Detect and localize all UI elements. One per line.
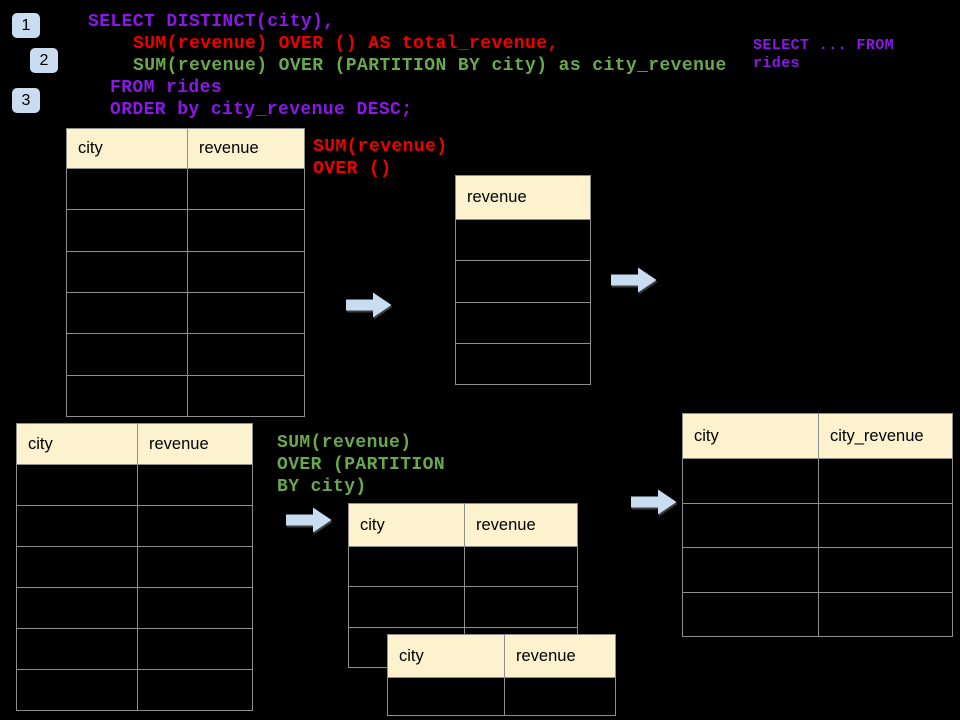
annotation-partition-line-2: OVER (PARTITION [277,455,446,475]
table-row [67,209,304,251]
header-cell-revenue: revenue [464,504,577,546]
step-badge-2: 2 [30,48,58,73]
flow-arrow-right-icon [631,489,677,515]
table-result: city city_revenue [682,413,953,637]
header-cell-city: city [78,139,103,157]
table-row [456,219,590,261]
table-row [456,260,590,302]
table-row [67,333,304,375]
header-cell-city: city [694,426,719,445]
table-row [456,342,590,384]
flow-arrow-right-icon [286,507,332,533]
table-row [17,587,252,628]
table-row [17,669,252,710]
table-source-top: city revenue [66,128,305,417]
table-total-revenue: revenue [455,175,591,385]
table-row [17,464,252,505]
table-row [17,546,252,587]
table-row [67,250,304,292]
table-row [349,546,577,587]
table-row [683,591,952,636]
header-cell-revenue: revenue [187,129,304,168]
table-row [67,374,304,416]
table-row [683,547,952,592]
annotation-partition-line-3: BY city) [277,477,367,497]
sql-line-from: FROM rides [110,78,223,98]
header-cell-city: city [360,515,385,534]
flow-arrow-right-icon [611,267,657,293]
sql-line-order: ORDER by city_revenue DESC; [110,100,413,120]
corner-code-line-1: SELECT ... FROM [753,37,895,54]
header-cell-city: city [399,646,424,665]
table-row [67,291,304,334]
table-source-bottom: city revenue [16,423,253,711]
header-cell-city: city [28,434,53,453]
table-row [17,628,252,669]
table-row [349,586,577,627]
flow-arrow-right-icon [346,292,392,318]
header-cell-city-revenue: city_revenue [818,414,952,458]
header-cell-revenue: revenue [467,188,527,206]
corner-code-line-2: rides [753,55,801,72]
table-row [17,505,252,546]
step-badge-1: 1 [12,13,40,38]
sql-line-total: SUM(revenue) OVER () AS total_revenue, [133,34,559,54]
annotation-total-line-1: SUM(revenue) [313,137,448,157]
table-partition-front: city revenue [387,634,616,716]
sql-line-select: SELECT DISTINCT(city), [88,12,335,32]
sql-line-partition: SUM(revenue) OVER (PARTITION BY city) as… [133,56,727,76]
table-row [67,168,304,210]
table-row [683,502,952,547]
header-cell-revenue: revenue [504,635,615,677]
table-row [683,458,952,503]
annotation-partition-line-1: SUM(revenue) [277,433,412,453]
table-partition-back: city revenue [348,503,578,668]
table-row [456,301,590,343]
step-badge-3: 3 [12,88,40,113]
annotation-total-line-2: OVER () [313,159,392,179]
header-cell-revenue: revenue [137,424,252,464]
table-row [388,677,615,715]
